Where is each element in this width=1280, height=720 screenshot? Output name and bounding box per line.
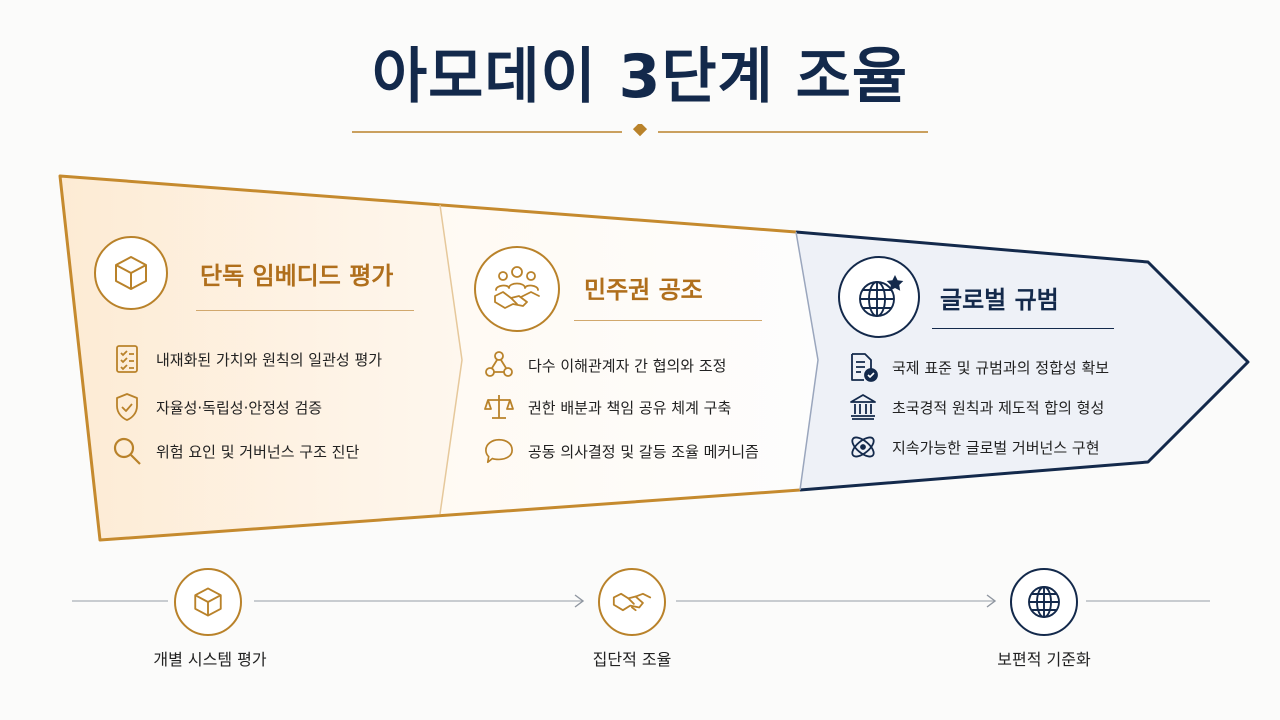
speech-bubble-icon [484, 436, 514, 466]
people-handshake-icon [474, 246, 560, 332]
stage-2-item-3: 공동 의사결정 및 갈등 조율 메커니즘 [484, 436, 759, 466]
stage-1-rule [196, 310, 414, 311]
feature-text: 국제 표준 및 규범과의 정합성 확보 [892, 358, 1110, 377]
stage-3-title: 글로벌 규범 [940, 286, 1059, 314]
stage-1-item-1: 내재화된 가치와 원칙의 일관성 평가 [112, 344, 382, 374]
orbit-icon [848, 432, 878, 462]
page-title: 아모데이 3단계 조율 [371, 42, 909, 112]
stage-2-item-2: 권한 배분과 책임 공유 체계 구축 [484, 392, 731, 422]
institution-icon [848, 392, 878, 422]
stage-3-item-2: 초국경적 원칙과 제도적 합의 형성 [848, 392, 1104, 422]
timeline-handshake-icon [598, 568, 666, 636]
title-divider [352, 124, 928, 137]
timeline-globe-icon [1010, 568, 1078, 636]
feature-text: 초국경적 원칙과 제도적 합의 형성 [892, 398, 1105, 417]
timeline-label-2: 집단적 조율 [592, 650, 672, 669]
scales-icon [484, 392, 514, 422]
stage-2-title: 민주권 공조 [584, 276, 703, 304]
stage-1-item-3: 위험 요인 및 거버넌스 구조 진단 [112, 436, 359, 466]
shield-check-icon [112, 392, 142, 422]
stage-3-item-3: 지속가능한 글로벌 거버넌스 구현 [848, 432, 1100, 462]
feature-text: 내재화된 가치와 원칙의 일관성 평가 [156, 350, 383, 369]
stage-2-item-1: 다수 이해관계자 간 협의와 조정 [484, 350, 726, 380]
feature-text: 위험 요인 및 거버넌스 구조 진단 [156, 442, 360, 461]
globe-star-icon [838, 256, 920, 338]
checklist-icon [112, 344, 142, 374]
feature-text: 권한 배분과 책임 공유 체계 구축 [528, 398, 732, 417]
stage-3-rule [932, 328, 1114, 329]
stage-1-item-2: 자율성·독립성·안정성 검증 [112, 392, 322, 422]
timeline-label-3: 보편적 기준화 [997, 650, 1091, 669]
stage-3-item-1: 국제 표준 및 규범과의 정합성 확보 [848, 352, 1109, 382]
stage-1-title: 단독 임베디드 평가 [200, 262, 394, 290]
timeline-cube-icon [174, 568, 242, 636]
timeline-label-1: 개별 시스템 평가 [153, 650, 267, 669]
feature-text: 다수 이해관계자 간 협의와 조정 [528, 356, 727, 375]
magnifier-icon [112, 436, 142, 466]
document-check-icon [848, 352, 878, 382]
feature-text: 자율성·독립성·안정성 검증 [156, 398, 323, 417]
feature-text: 지속가능한 글로벌 거버넌스 구현 [892, 438, 1100, 457]
cube-icon [94, 236, 168, 310]
people-network-icon [484, 350, 514, 380]
stage-2-rule [574, 320, 762, 321]
feature-text: 공동 의사결정 및 갈등 조율 메커니즘 [528, 442, 759, 461]
